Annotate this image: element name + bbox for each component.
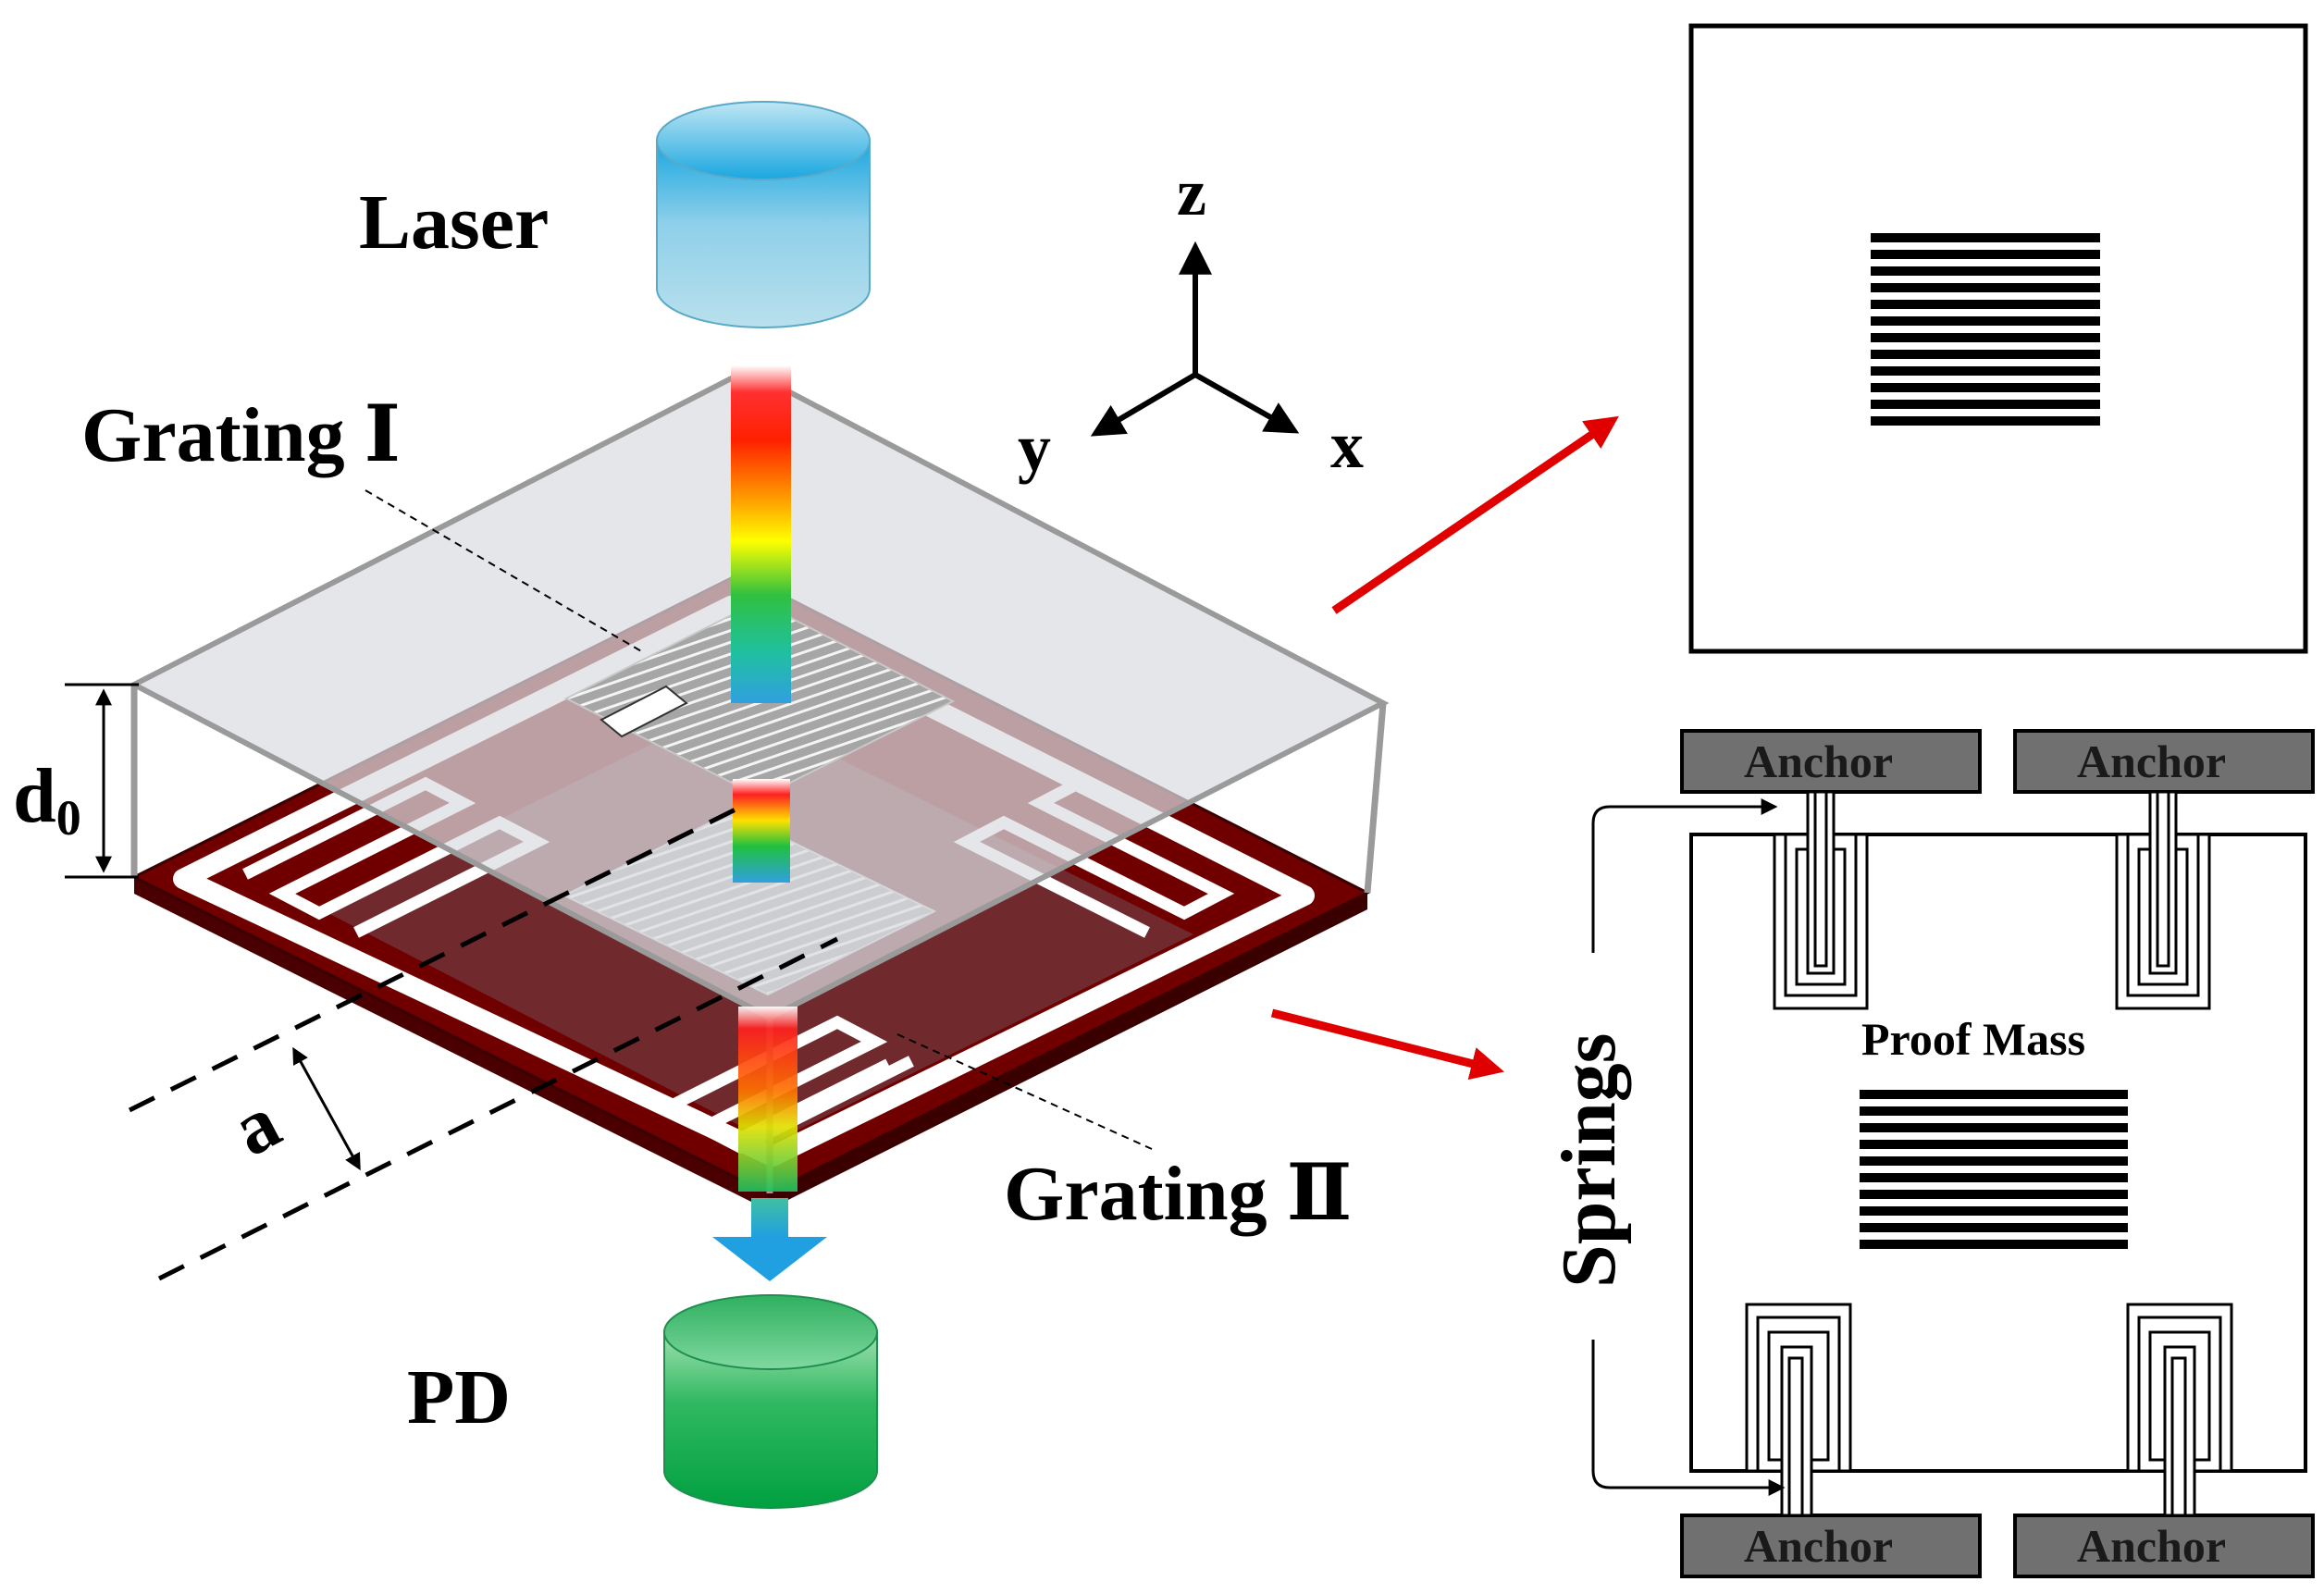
y-axis-label: y: [1018, 411, 1051, 485]
pd-label: PD: [407, 1354, 511, 1440]
springs-label: Springs: [1546, 1033, 1632, 1288]
springs-arrow-bottom: [1591, 1340, 1786, 1496]
laser-label: Laser: [359, 179, 549, 266]
x-axis-label: x: [1330, 408, 1364, 482]
z-axis-label: z: [1177, 155, 1206, 229]
anchor-top-left-label: Anchor: [1744, 735, 1893, 787]
laser-beam-lower: [738, 1007, 797, 1192]
photodetector: [663, 1294, 878, 1509]
anchor-bottom-right-label: Anchor: [2077, 1520, 2226, 1572]
a-dimension: [128, 807, 839, 1281]
anchor-bottom-left: [1680, 1514, 1982, 1578]
grating-1-top-view: [1688, 23, 2308, 654]
grating-1-lines: [1871, 233, 2100, 426]
anchor-top-right-label: Anchor: [2077, 735, 2226, 787]
a-dimension-arrow: [292, 1046, 361, 1171]
output-beam-arrow: [712, 1198, 827, 1281]
coordinate-axes: [1090, 241, 1300, 437]
anchor-bottom-left-label: Anchor: [1744, 1520, 1893, 1572]
spring-bottom-left-2d: [1745, 1303, 1852, 1517]
spring-bottom-right-2d: [2126, 1303, 2233, 1517]
proof-mass-top-view: Anchor Anchor Anchor Anchor: [1546, 729, 2315, 1578]
red-arrow-to-grating-2: [1270, 1008, 1504, 1081]
grating-2-lines: [1860, 1090, 2128, 1249]
grating-2-label: Grating Ⅱ: [1004, 1151, 1352, 1237]
proof-mass-label: Proof Mass: [1861, 1013, 2085, 1065]
grating-1-leader: [365, 489, 644, 653]
grating-1-tab: [600, 685, 688, 738]
red-arrow-to-grating-1: [1331, 415, 1619, 614]
d0-label: d0: [13, 753, 81, 846]
grating-1-label: Grating Ⅰ: [81, 392, 401, 478]
a-label: a: [219, 1079, 294, 1173]
spring-top-left: [1773, 790, 1869, 1010]
laser-source: [656, 101, 871, 328]
laser-beam-upper: [731, 365, 791, 703]
laser-beam-middle: [733, 779, 790, 883]
spring-top-right: [2115, 790, 2211, 1010]
d0-dimension: [65, 683, 139, 879]
springs-arrow-top: [1591, 798, 1778, 953]
